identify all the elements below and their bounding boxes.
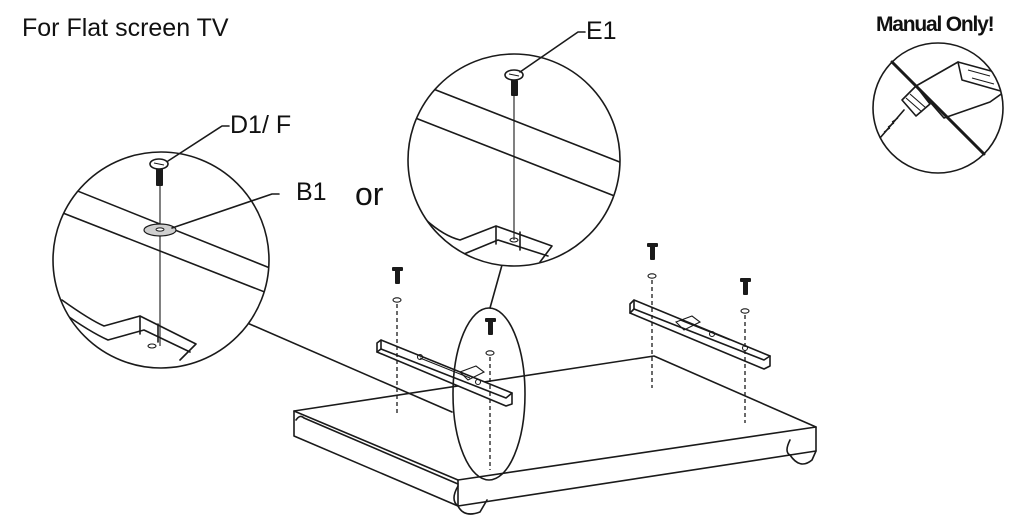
screw-group-4	[740, 278, 751, 423]
detail-highlight-ellipse	[452, 307, 526, 481]
detail-circle-left	[52, 151, 270, 369]
detail-leader-left	[244, 321, 453, 413]
base-plate	[293, 355, 817, 515]
bracket-left	[376, 339, 513, 407]
label-or: or	[355, 176, 384, 212]
screw-group-3	[647, 243, 658, 388]
no-power-drill-icon	[872, 42, 1004, 174]
callout-washer	[171, 193, 280, 229]
label-washer-b1: B1	[296, 178, 327, 206]
detail-circle-top	[407, 53, 621, 267]
label-screw-d1-f: D1/ F	[230, 111, 291, 139]
screw-group-1	[392, 267, 403, 413]
bracket-right	[629, 299, 771, 370]
label-screw-e1: E1	[586, 17, 617, 45]
callout-screw-top	[519, 31, 586, 73]
page-title: For Flat screen TV	[22, 14, 229, 42]
detail-leader-top	[489, 264, 503, 309]
manual-only-label: Manual Only!	[876, 13, 993, 36]
screw-group-2	[485, 318, 496, 470]
callout-screw-left	[167, 125, 230, 162]
